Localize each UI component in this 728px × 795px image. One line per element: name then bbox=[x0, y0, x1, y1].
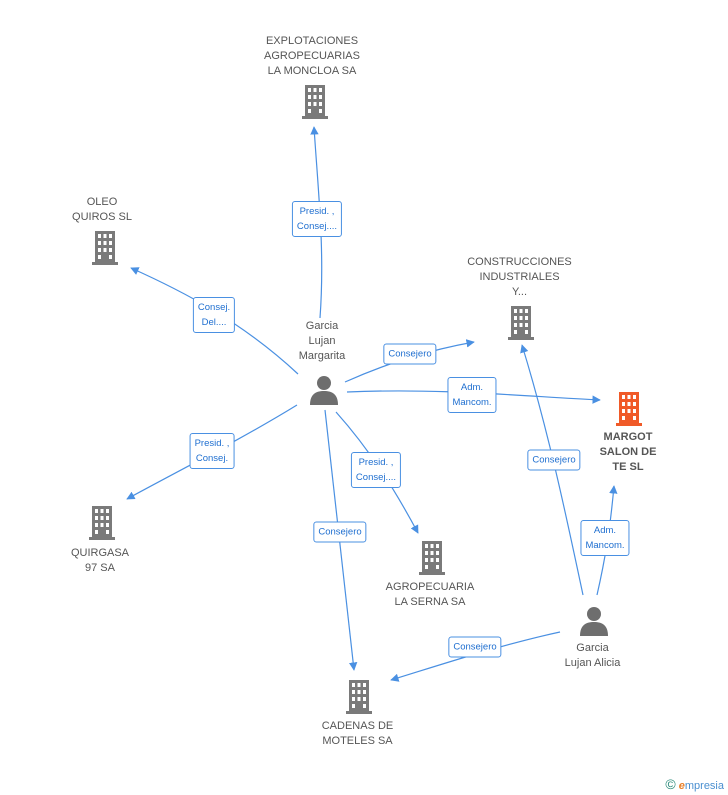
edge-label-margarita-quirgasa[interactable]: Presid. , Consej. bbox=[189, 433, 235, 469]
person-icon[interactable] bbox=[309, 375, 339, 405]
node-label-quirgasa[interactable]: QUIRGASA 97 SA bbox=[70, 547, 130, 574]
building-icon[interactable] bbox=[343, 680, 375, 714]
node-label-oleo[interactable]: OLEO QUIROS SL bbox=[72, 196, 132, 223]
edge-label-alicia-construcciones[interactable]: Consejero bbox=[527, 449, 581, 471]
node-label-construcciones[interactable]: CONSTRUCCIONES INDUSTRIALES Y... bbox=[467, 256, 572, 298]
node-label-alicia[interactable]: Garcia Lujan Alicia bbox=[564, 642, 621, 669]
node-label-agropecuaria[interactable]: AGROPECUARIA LA SERNA SA bbox=[385, 581, 475, 608]
empresia-watermark: © empresia bbox=[665, 776, 724, 792]
building-icon[interactable] bbox=[299, 85, 331, 119]
building-icon-highlighted[interactable] bbox=[613, 392, 645, 426]
edge-label-alicia-cadenas[interactable]: Consejero bbox=[448, 636, 502, 658]
edge-label-margarita-margot[interactable]: Adm. Mancom. bbox=[447, 377, 497, 413]
edge-label-alicia-margot[interactable]: Adm. Mancom. bbox=[580, 520, 630, 556]
node-label-cadenas[interactable]: CADENAS DE MOTELES SA bbox=[321, 720, 394, 747]
edge-line-margarita-cadenas bbox=[324, 409, 358, 671]
brand-name: mpresia bbox=[684, 780, 724, 792]
building-icon[interactable] bbox=[505, 306, 537, 340]
edge-label-margarita-explotaciones[interactable]: Presid. , Consej.... bbox=[291, 201, 343, 237]
copyright-symbol: © bbox=[665, 776, 676, 792]
edge-label-margarita-agropecuaria[interactable]: Presid. , Consej.... bbox=[350, 452, 402, 488]
building-icon[interactable] bbox=[86, 506, 118, 540]
brand-initial: e bbox=[678, 780, 685, 792]
node-label-explotaciones[interactable]: EXPLOTACIONES AGROPECUARIAS LA MONCLOA S… bbox=[264, 35, 360, 77]
person-icon[interactable] bbox=[579, 606, 609, 636]
building-icon[interactable] bbox=[89, 231, 121, 265]
node-label-margot[interactable]: MARGOT SALON DE TE SL bbox=[599, 431, 657, 473]
edge-label-margarita-construcciones[interactable]: Consejero bbox=[383, 343, 437, 365]
building-icon[interactable] bbox=[416, 541, 448, 575]
edge-label-margarita-oleo[interactable]: Consej. Del.... bbox=[192, 297, 236, 333]
node-label-margarita[interactable]: Garcia Lujan Margarita bbox=[298, 320, 346, 362]
edge-label-margarita-cadenas[interactable]: Consejero bbox=[313, 521, 367, 543]
